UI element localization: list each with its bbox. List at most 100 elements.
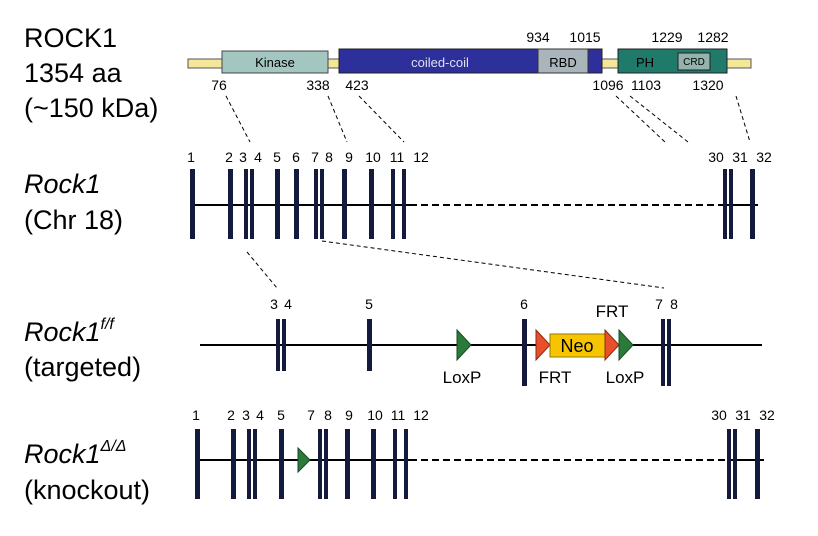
residue-1015: 1015 xyxy=(569,29,600,45)
ko-exon-30 xyxy=(727,429,731,499)
floxed-gene-row: 3 4 5 6 7 8 Neo LoxP FRT FRT LoxP xyxy=(200,296,762,387)
ko-exon-label-5: 5 xyxy=(277,407,285,423)
ko-exon-32 xyxy=(755,429,760,499)
floxed-exon-label-3: 3 xyxy=(270,296,278,312)
floxed-superscript: f/f xyxy=(101,316,116,333)
ko-exon-label-30: 30 xyxy=(711,407,727,423)
ko-exon-label-31: 31 xyxy=(735,407,751,423)
loxp-label-left: LoxP xyxy=(443,368,482,387)
residue-1229: 1229 xyxy=(651,29,682,45)
zoom-line-right xyxy=(321,240,665,289)
protein-name: ROCK1 xyxy=(24,23,117,53)
knockout-superscript: Δ/Δ xyxy=(100,438,127,455)
floxed-exon-4 xyxy=(282,319,286,371)
ko-exon-label-10: 10 xyxy=(367,407,383,423)
floxed-exon-3 xyxy=(276,319,280,371)
knockout-gene-name: Rock1Δ/Δ xyxy=(24,438,126,469)
ko-exon-label-2: 2 xyxy=(227,407,235,423)
kinase-domain xyxy=(221,50,329,74)
exon-label-32: 32 xyxy=(756,149,772,165)
exon-label-4: 4 xyxy=(254,149,262,165)
ko-exon-2 xyxy=(231,429,236,499)
exon-7 xyxy=(314,169,318,239)
crd-domain-label: CRD xyxy=(683,57,705,68)
floxed-exon-6 xyxy=(522,319,527,386)
exon-label-9: 9 xyxy=(345,149,353,165)
protein-mass: (~150 kDa) xyxy=(24,93,158,123)
kinase-domain-label: Kinase xyxy=(255,55,295,70)
exon-31 xyxy=(729,169,733,239)
residue-76: 76 xyxy=(211,77,227,93)
exon-11 xyxy=(391,169,395,239)
exon-2 xyxy=(228,169,233,239)
ko-exon-1 xyxy=(195,429,200,499)
ko-exon-label-4: 4 xyxy=(256,407,264,423)
neo-cassette-label: Neo xyxy=(560,336,593,356)
floxed-exon-7 xyxy=(661,319,665,386)
exon-label-12: 12 xyxy=(413,149,429,165)
ko-exon-12 xyxy=(404,429,408,499)
wildtype-gene-row: 1 2 3 4 5 6 7 8 9 10 11 12 30 31 32 xyxy=(187,149,772,239)
protein-domain-bar: Kinase coiled-coil RBD PH CRD xyxy=(187,48,752,74)
crd-domain xyxy=(677,52,711,71)
exon-8 xyxy=(320,169,324,239)
ko-exon-label-12: 12 xyxy=(413,407,429,423)
wildtype-exons xyxy=(190,169,755,239)
map-line-423 xyxy=(358,95,405,143)
residue-934: 934 xyxy=(526,29,550,45)
map-line-76 xyxy=(225,95,251,143)
floxed-gene-base: Rock1 xyxy=(24,317,101,347)
exon-label-8: 8 xyxy=(325,149,333,165)
exon-10 xyxy=(369,169,374,239)
protein-length: 1354 aa xyxy=(24,58,123,88)
ko-exon-7 xyxy=(318,429,322,499)
knockout-loxp-site xyxy=(297,446,311,474)
frt-site-left xyxy=(535,328,551,362)
exon-6 xyxy=(294,169,299,239)
ko-exon-9 xyxy=(345,429,350,499)
floxed-exon-label-8: 8 xyxy=(670,296,678,312)
floxed-gene-name: Rock1f/f xyxy=(24,316,115,347)
exon-32 xyxy=(750,169,755,239)
floxed-exon-label-7: 7 xyxy=(655,296,663,312)
ph-domain xyxy=(617,48,728,74)
floxed-subtitle: (targeted) xyxy=(24,352,141,382)
floxed-exons xyxy=(276,319,671,386)
floxed-exon-5 xyxy=(367,319,372,371)
wildtype-exon-labels: 1 2 3 4 5 6 7 8 9 10 11 12 30 31 32 xyxy=(187,149,772,165)
exon-30 xyxy=(723,169,727,239)
loxp-site-left xyxy=(456,328,472,362)
frt-label-left: FRT xyxy=(539,368,572,387)
map-line-1320 xyxy=(735,95,751,143)
wildtype-gene-name: Rock1 xyxy=(24,169,101,199)
exon-1 xyxy=(190,169,195,239)
ko-exon-label-11: 11 xyxy=(391,407,406,423)
ko-exon-3 xyxy=(247,429,251,499)
exon-label-7: 7 xyxy=(311,149,319,165)
map-line-338 xyxy=(327,95,348,143)
wildtype-chromosome: (Chr 18) xyxy=(24,205,123,235)
exon-label-1: 1 xyxy=(187,149,195,165)
exon-label-11: 11 xyxy=(390,149,405,165)
exon-5 xyxy=(275,169,280,239)
exon-label-5: 5 xyxy=(273,149,281,165)
residue-1103: 1103 xyxy=(631,77,661,93)
exon-9 xyxy=(342,169,347,239)
zoom-lines xyxy=(246,240,665,289)
floxed-exon-label-5: 5 xyxy=(365,296,373,312)
knockout-subtitle: (knockout) xyxy=(24,475,150,505)
exon-4 xyxy=(250,169,254,239)
exon-label-10: 10 xyxy=(365,149,381,165)
map-line-1096 xyxy=(615,95,666,143)
residue-1096: 1096 xyxy=(592,77,623,93)
knockout-exons xyxy=(195,429,760,499)
exon-3 xyxy=(244,169,248,239)
exon-12 xyxy=(402,169,406,239)
knockout-gene-base: Rock1 xyxy=(24,439,101,469)
floxed-exon-labels: 3 4 5 6 7 8 xyxy=(270,296,678,312)
ko-exon-label-32: 32 xyxy=(759,407,775,423)
exon-label-2: 2 xyxy=(225,149,233,165)
ko-exon-5 xyxy=(279,429,284,499)
rbd-domain xyxy=(537,48,589,74)
ko-exon-label-3: 3 xyxy=(242,407,250,423)
